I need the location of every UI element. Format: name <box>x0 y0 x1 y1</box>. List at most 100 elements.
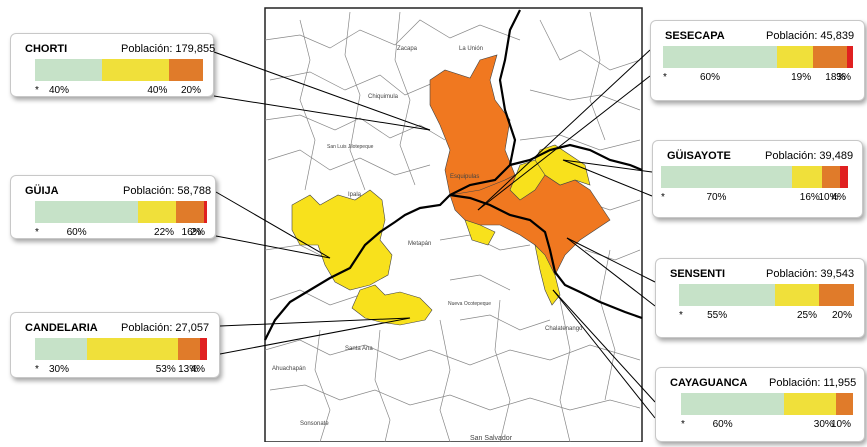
label-ahuachapan: Ahuachapán <box>272 366 306 372</box>
leader-line <box>219 317 411 327</box>
label-la-union: La Unión <box>459 46 483 52</box>
bar-segment <box>35 201 139 223</box>
region-extra-yellow <box>464 219 496 246</box>
note-marker: * <box>35 85 39 96</box>
segment-label: 16% <box>181 227 202 238</box>
bar-segment <box>169 59 203 81</box>
segment-label: 60% <box>712 419 733 430</box>
segment-label: 55% <box>707 310 728 321</box>
region-candelaria <box>351 284 433 326</box>
orange-regions <box>429 54 611 276</box>
note-marker: * <box>661 192 665 203</box>
leader-line <box>477 49 651 211</box>
leader-line <box>566 237 656 307</box>
population-label: Población: 27,057 <box>121 322 210 334</box>
stacked-bar <box>35 338 207 360</box>
region-name: SESECAPA <box>665 30 725 42</box>
segment-label: 13% <box>178 364 199 375</box>
label-sonsonate: Sonsonate <box>300 421 329 427</box>
leader-line <box>552 289 656 403</box>
leader-line <box>213 95 431 131</box>
bar-segment <box>819 284 854 306</box>
note-marker: * <box>663 72 667 83</box>
leader-line <box>562 159 653 173</box>
region-cayaguanca <box>534 244 561 306</box>
leader-line <box>566 237 656 283</box>
label-metapan: Metapán <box>408 241 431 247</box>
label-santa-ana: Santa Ana <box>345 346 373 352</box>
bar-segment <box>679 284 776 306</box>
note-marker: * <box>681 419 685 430</box>
note-marker: * <box>35 364 39 375</box>
map-labels: Zacapa La Unión Chiquimula San Luis Jilo… <box>272 46 583 442</box>
population-label: Población: 45,839 <box>766 30 855 42</box>
leader-line <box>215 191 331 259</box>
bar-segment <box>661 166 792 188</box>
bar-segment <box>200 338 207 360</box>
label-nueva-ocotepeque: Nueva Ocotepeque <box>448 301 491 307</box>
segment-label: 60% <box>699 72 720 83</box>
region-name: GÜISAYOTE <box>667 150 731 162</box>
segment-label: 30% <box>49 364 70 375</box>
label-zacapa: Zacapa <box>397 46 418 52</box>
label-ipala: Ipala <box>348 192 362 198</box>
municipal-boundaries <box>264 11 641 443</box>
leader-line <box>215 235 331 259</box>
stacked-bar <box>35 59 203 81</box>
region-name: SENSENTI <box>670 268 726 280</box>
bar-segment <box>138 201 177 223</box>
leader-line <box>562 159 653 197</box>
segment-label: 70% <box>706 192 727 203</box>
leader-line <box>552 289 656 419</box>
segment-label: 16% <box>799 192 820 203</box>
bar-segment <box>177 338 201 360</box>
bar-segment <box>777 46 814 68</box>
region-guija <box>291 189 393 291</box>
bar-segment <box>86 338 178 360</box>
bar-segment <box>102 59 170 81</box>
label-esquipulas: Esquipulas <box>450 174 479 180</box>
population-label: Población: 179,855 <box>121 43 216 55</box>
region-name: CAYAGUANCA <box>670 377 748 389</box>
yellow-regions <box>291 144 591 326</box>
bar-segment <box>835 393 853 415</box>
segment-label: 40% <box>49 85 70 96</box>
leader-line <box>213 51 431 131</box>
leader-lines <box>213 49 656 419</box>
segment-label: 53% <box>155 364 176 375</box>
leader-line <box>219 317 411 355</box>
segment-label: 60% <box>66 227 87 238</box>
stacked-bar <box>681 393 853 415</box>
segment-label: 22% <box>154 227 175 238</box>
segment-label: 30% <box>813 419 834 430</box>
label-san-salvador: San Salvador <box>470 435 513 442</box>
population-label: Población: 58,788 <box>123 185 212 197</box>
note-marker: * <box>679 310 683 321</box>
segment-label: 2% <box>190 227 205 238</box>
segment-label: 20% <box>180 85 201 96</box>
segment-label: 25% <box>796 310 817 321</box>
segment-label: 40% <box>147 85 168 96</box>
note-marker: * <box>35 227 39 238</box>
bar-segment <box>203 201 207 223</box>
region-sensenti <box>509 159 546 201</box>
segment-label: 10% <box>818 192 839 203</box>
stacked-bar <box>35 201 207 223</box>
bar-segment <box>775 284 819 306</box>
population-label: Población: 39,489 <box>765 150 854 162</box>
stacked-bar <box>679 284 854 306</box>
segment-label: 19% <box>791 72 812 83</box>
population-label: Población: 11,955 <box>769 377 857 389</box>
bar-segment <box>35 59 103 81</box>
leader-line <box>477 75 651 211</box>
label-san-luis: San Luis Jilotepeque <box>327 144 374 150</box>
bar-segment <box>847 46 853 68</box>
stacked-bar <box>663 46 853 68</box>
